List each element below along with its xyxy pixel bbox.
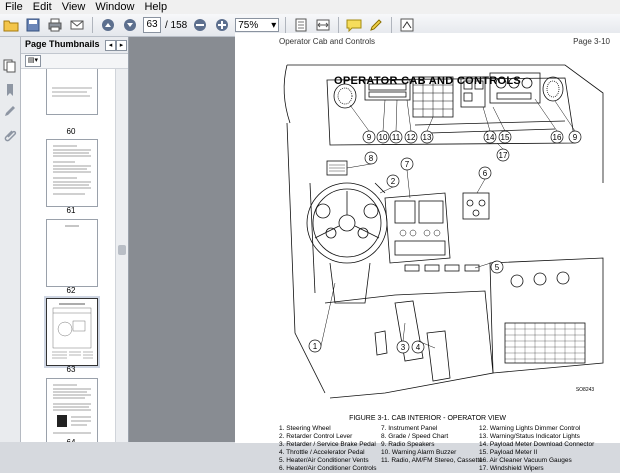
callout-label: 2 — [391, 177, 396, 186]
legend-item: 17. Windshield Wipers — [479, 465, 544, 472]
running-header: Operator Cab and Controls — [279, 37, 376, 46]
toolbar: 63 / 158 75% ▾ — [0, 14, 620, 37]
legend-item: 14. Payload Meter Download Connector — [479, 441, 595, 448]
zoom-dropdown-icon[interactable]: ▾ — [271, 20, 277, 31]
legend-item: 12. Warning Lights Dimmer Control — [479, 425, 581, 432]
page-number-input[interactable]: 63 — [143, 17, 161, 33]
legend-item: 7. Instrument Panel — [381, 425, 438, 432]
thumbnail-panel: Page Thumbnails ◂ ▸ ▤▾ 60 61 62 63 — [21, 37, 129, 442]
callout-label: 11 — [392, 133, 401, 142]
legend-item: 6. Heater/Air Conditioner Controls — [279, 465, 377, 472]
menu-edit[interactable]: Edit — [32, 1, 52, 13]
callout-label: 13 — [423, 133, 432, 142]
callout-label: 1 — [313, 342, 318, 351]
signatures-icon[interactable] — [3, 105, 17, 119]
thumbnail-page[interactable] — [46, 219, 98, 287]
legend-item: 13. Warning/Status Indicator Lights — [479, 433, 580, 440]
thumbnail-options-icon[interactable]: ▤▾ — [25, 55, 41, 67]
thumbnail-page[interactable] — [46, 378, 98, 442]
document-page: Operator Cab and Controls Page 3-10 OPER… — [235, 33, 620, 472]
fit-width-icon[interactable] — [314, 16, 332, 34]
toolbar-separator — [285, 17, 287, 33]
menu-file[interactable]: File — [5, 1, 23, 13]
callout-label: 8 — [369, 154, 374, 163]
open-folder-icon[interactable] — [2, 16, 20, 34]
callout-label: 14 — [486, 133, 495, 142]
thumbnail-list: 60 61 62 63 64 — [21, 69, 115, 442]
legend-item: 2. Retarder Control Lever — [279, 433, 353, 440]
scrollbar-thumb[interactable] — [118, 245, 126, 255]
callout-label: 9 — [367, 133, 372, 142]
callout-label: 4 — [416, 343, 421, 352]
thumbnail-scrollbar[interactable] — [115, 69, 128, 442]
callout-label: 9 — [573, 133, 578, 142]
zoom-select[interactable]: 75% ▾ — [235, 18, 280, 32]
print-icon[interactable] — [46, 16, 64, 34]
bookmarks-icon[interactable] — [3, 83, 17, 97]
menu-view[interactable]: View — [61, 1, 86, 13]
legend-item: 11. Radio, AM/FM Stereo, Cassette — [381, 457, 483, 464]
legend-item: 10. Warning Alarm Buzzer — [381, 449, 457, 456]
drawing-code: SO8243 — [576, 387, 595, 393]
highlight-icon[interactable] — [367, 16, 385, 34]
panel-options: ▤▾ — [21, 54, 128, 69]
callout-label: 3 — [401, 343, 406, 352]
collapse-left-icon[interactable]: ◂ — [105, 40, 116, 51]
save-icon[interactable] — [24, 16, 42, 34]
thumbnail-page-selected[interactable] — [46, 298, 98, 366]
sign-icon[interactable] — [398, 16, 416, 34]
zoom-in-icon[interactable] — [213, 16, 231, 34]
legend-column-1: 1. Steering Wheel 2. Retarder Control Le… — [279, 425, 377, 473]
panel-header: Page Thumbnails ◂ ▸ — [21, 37, 128, 54]
thumbnail-label: 64 — [46, 438, 96, 442]
callout-label: 5 — [495, 263, 500, 272]
legend-item: 8. Grade / Speed Chart — [381, 433, 449, 440]
legend-item: 16. Air Cleaner Vacuum Gauges — [479, 457, 572, 464]
callout-label: 7 — [405, 160, 410, 169]
thumbnail-label: 63 — [66, 365, 76, 374]
toolbar-separator — [338, 17, 340, 33]
next-page-icon[interactable] — [121, 16, 139, 34]
cab-interior-drawing: 9 10 11 12 13 14 15 16 9 17 8 7 2 6 5 1 … — [283, 64, 604, 399]
callout-label: 17 — [499, 151, 508, 160]
thumbnail-label: 60 — [66, 127, 76, 136]
toolbar-separator — [391, 17, 393, 33]
attachments-icon[interactable] — [3, 129, 17, 143]
callout-label: 12 — [407, 133, 416, 142]
zoom-out-icon[interactable] — [191, 16, 209, 34]
legend-item: 3. Retarder / Service Brake Pedal — [279, 441, 376, 448]
document-view: Operator Cab and Controls Page 3-10 OPER… — [129, 33, 620, 472]
collapse-right-icon[interactable]: ▸ — [116, 40, 127, 51]
legend-item: 5. Heater/Air Conditioner Vents — [279, 457, 369, 464]
thumbnail-page[interactable] — [46, 69, 98, 115]
page-total: / 158 — [165, 19, 188, 31]
panel-title: Page Thumbnails — [25, 39, 100, 49]
legend-column-2: 7. Instrument Panel 8. Grade / Speed Cha… — [381, 425, 483, 465]
legend-item: 4. Throttle / Accelerator Pedal — [279, 449, 365, 456]
email-icon[interactable] — [68, 16, 86, 34]
legend-item: 9. Radio Speakers — [381, 441, 435, 448]
menu-help[interactable]: Help — [144, 1, 168, 13]
callout-label: 16 — [553, 133, 562, 142]
previous-page-icon[interactable] — [99, 16, 117, 34]
legend-item: 1. Steering Wheel — [279, 425, 331, 432]
navigation-strip — [0, 37, 21, 442]
legend-column-3: 12. Warning Lights Dimmer Control 13. Wa… — [479, 425, 594, 473]
thumbnail-label: 61 — [66, 206, 76, 215]
page-thumbnails-icon[interactable] — [3, 59, 17, 73]
fit-page-icon[interactable] — [292, 16, 310, 34]
zoom-value: 75% — [238, 20, 259, 31]
toolbar-separator — [92, 17, 93, 33]
thumbnail-page[interactable] — [46, 139, 98, 207]
comment-icon[interactable] — [345, 16, 363, 34]
thumbnail-label: 62 — [66, 286, 76, 295]
callout-label: 10 — [379, 133, 388, 142]
legend-item: 15. Payload Meter II — [479, 449, 538, 456]
figure-caption: FIGURE 3-1. CAB INTERIOR - OPERATOR VIEW — [349, 415, 506, 422]
menu-window[interactable]: Window — [95, 1, 135, 13]
running-page-number: Page 3-10 — [573, 37, 610, 46]
callout-label: 6 — [483, 169, 488, 178]
callout-label: 15 — [501, 133, 510, 142]
menu-bar: File Edit View Window Help — [0, 0, 620, 14]
